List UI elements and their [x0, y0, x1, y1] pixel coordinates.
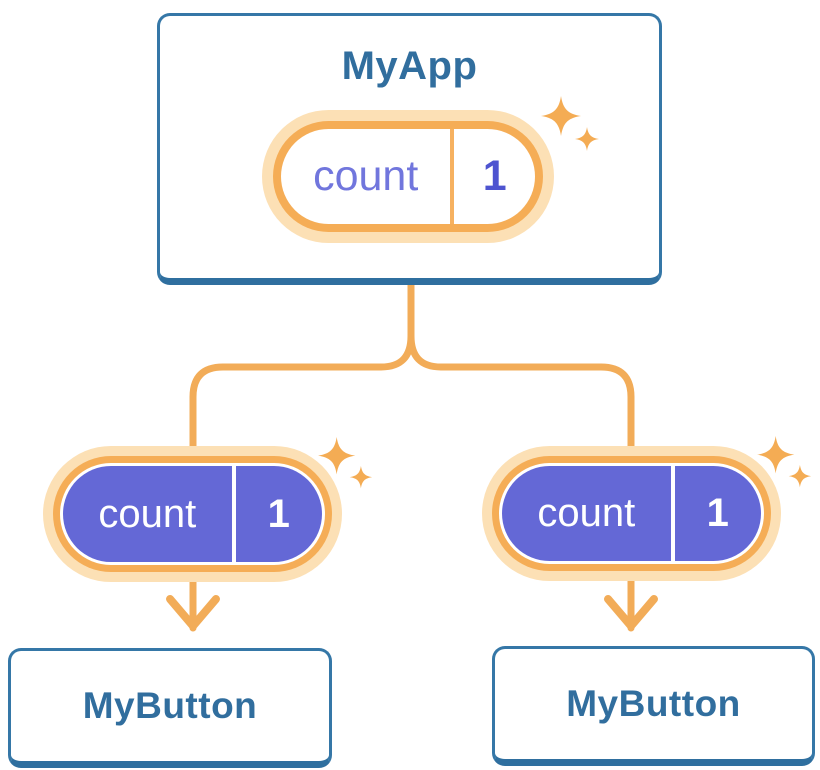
prop-pill-body: count 1	[502, 466, 761, 561]
prop-pill-divider	[231, 466, 236, 562]
state-pill-divider	[450, 129, 455, 224]
component-title-mybutton-left: MyButton	[82, 685, 258, 726]
state-pill-body: count 1	[281, 129, 535, 224]
sparkle-icon	[757, 436, 812, 488]
prop-pill-count-left: count 1	[43, 446, 342, 582]
prop-pill-label: count	[98, 491, 197, 536]
state-pill-label: count	[313, 152, 419, 200]
prop-pill-gap: count 1	[499, 463, 764, 564]
component-card-mybutton-right: MyButton	[492, 646, 815, 766]
component-title-myapp: MyApp	[341, 44, 478, 88]
prop-pill-label: count	[537, 491, 636, 535]
prop-pill-ring: count 1	[492, 456, 771, 571]
prop-pill-gap: count 1	[60, 463, 325, 565]
prop-pill-divider	[670, 466, 675, 561]
component-card-mybutton-left: MyButton	[8, 648, 332, 768]
prop-pill-body: count 1	[63, 466, 322, 562]
prop-pill-value: 1	[706, 491, 729, 535]
arrowhead-left-icon	[166, 595, 220, 630]
arrowhead-right-icon	[604, 595, 658, 630]
state-pill-value: 1	[482, 152, 507, 200]
state-pill-count: count 1	[262, 110, 554, 243]
connector-branch-right	[407, 332, 635, 632]
sparkle-icon	[318, 437, 373, 489]
component-title-mybutton-right: MyButton	[566, 683, 741, 724]
prop-pill-ring: count 1	[53, 456, 332, 572]
prop-pill-value: 1	[267, 491, 290, 536]
sparkle-icon	[541, 96, 599, 151]
state-pill-ring: count 1	[273, 121, 543, 232]
prop-pill-count-right: count 1	[482, 446, 781, 581]
